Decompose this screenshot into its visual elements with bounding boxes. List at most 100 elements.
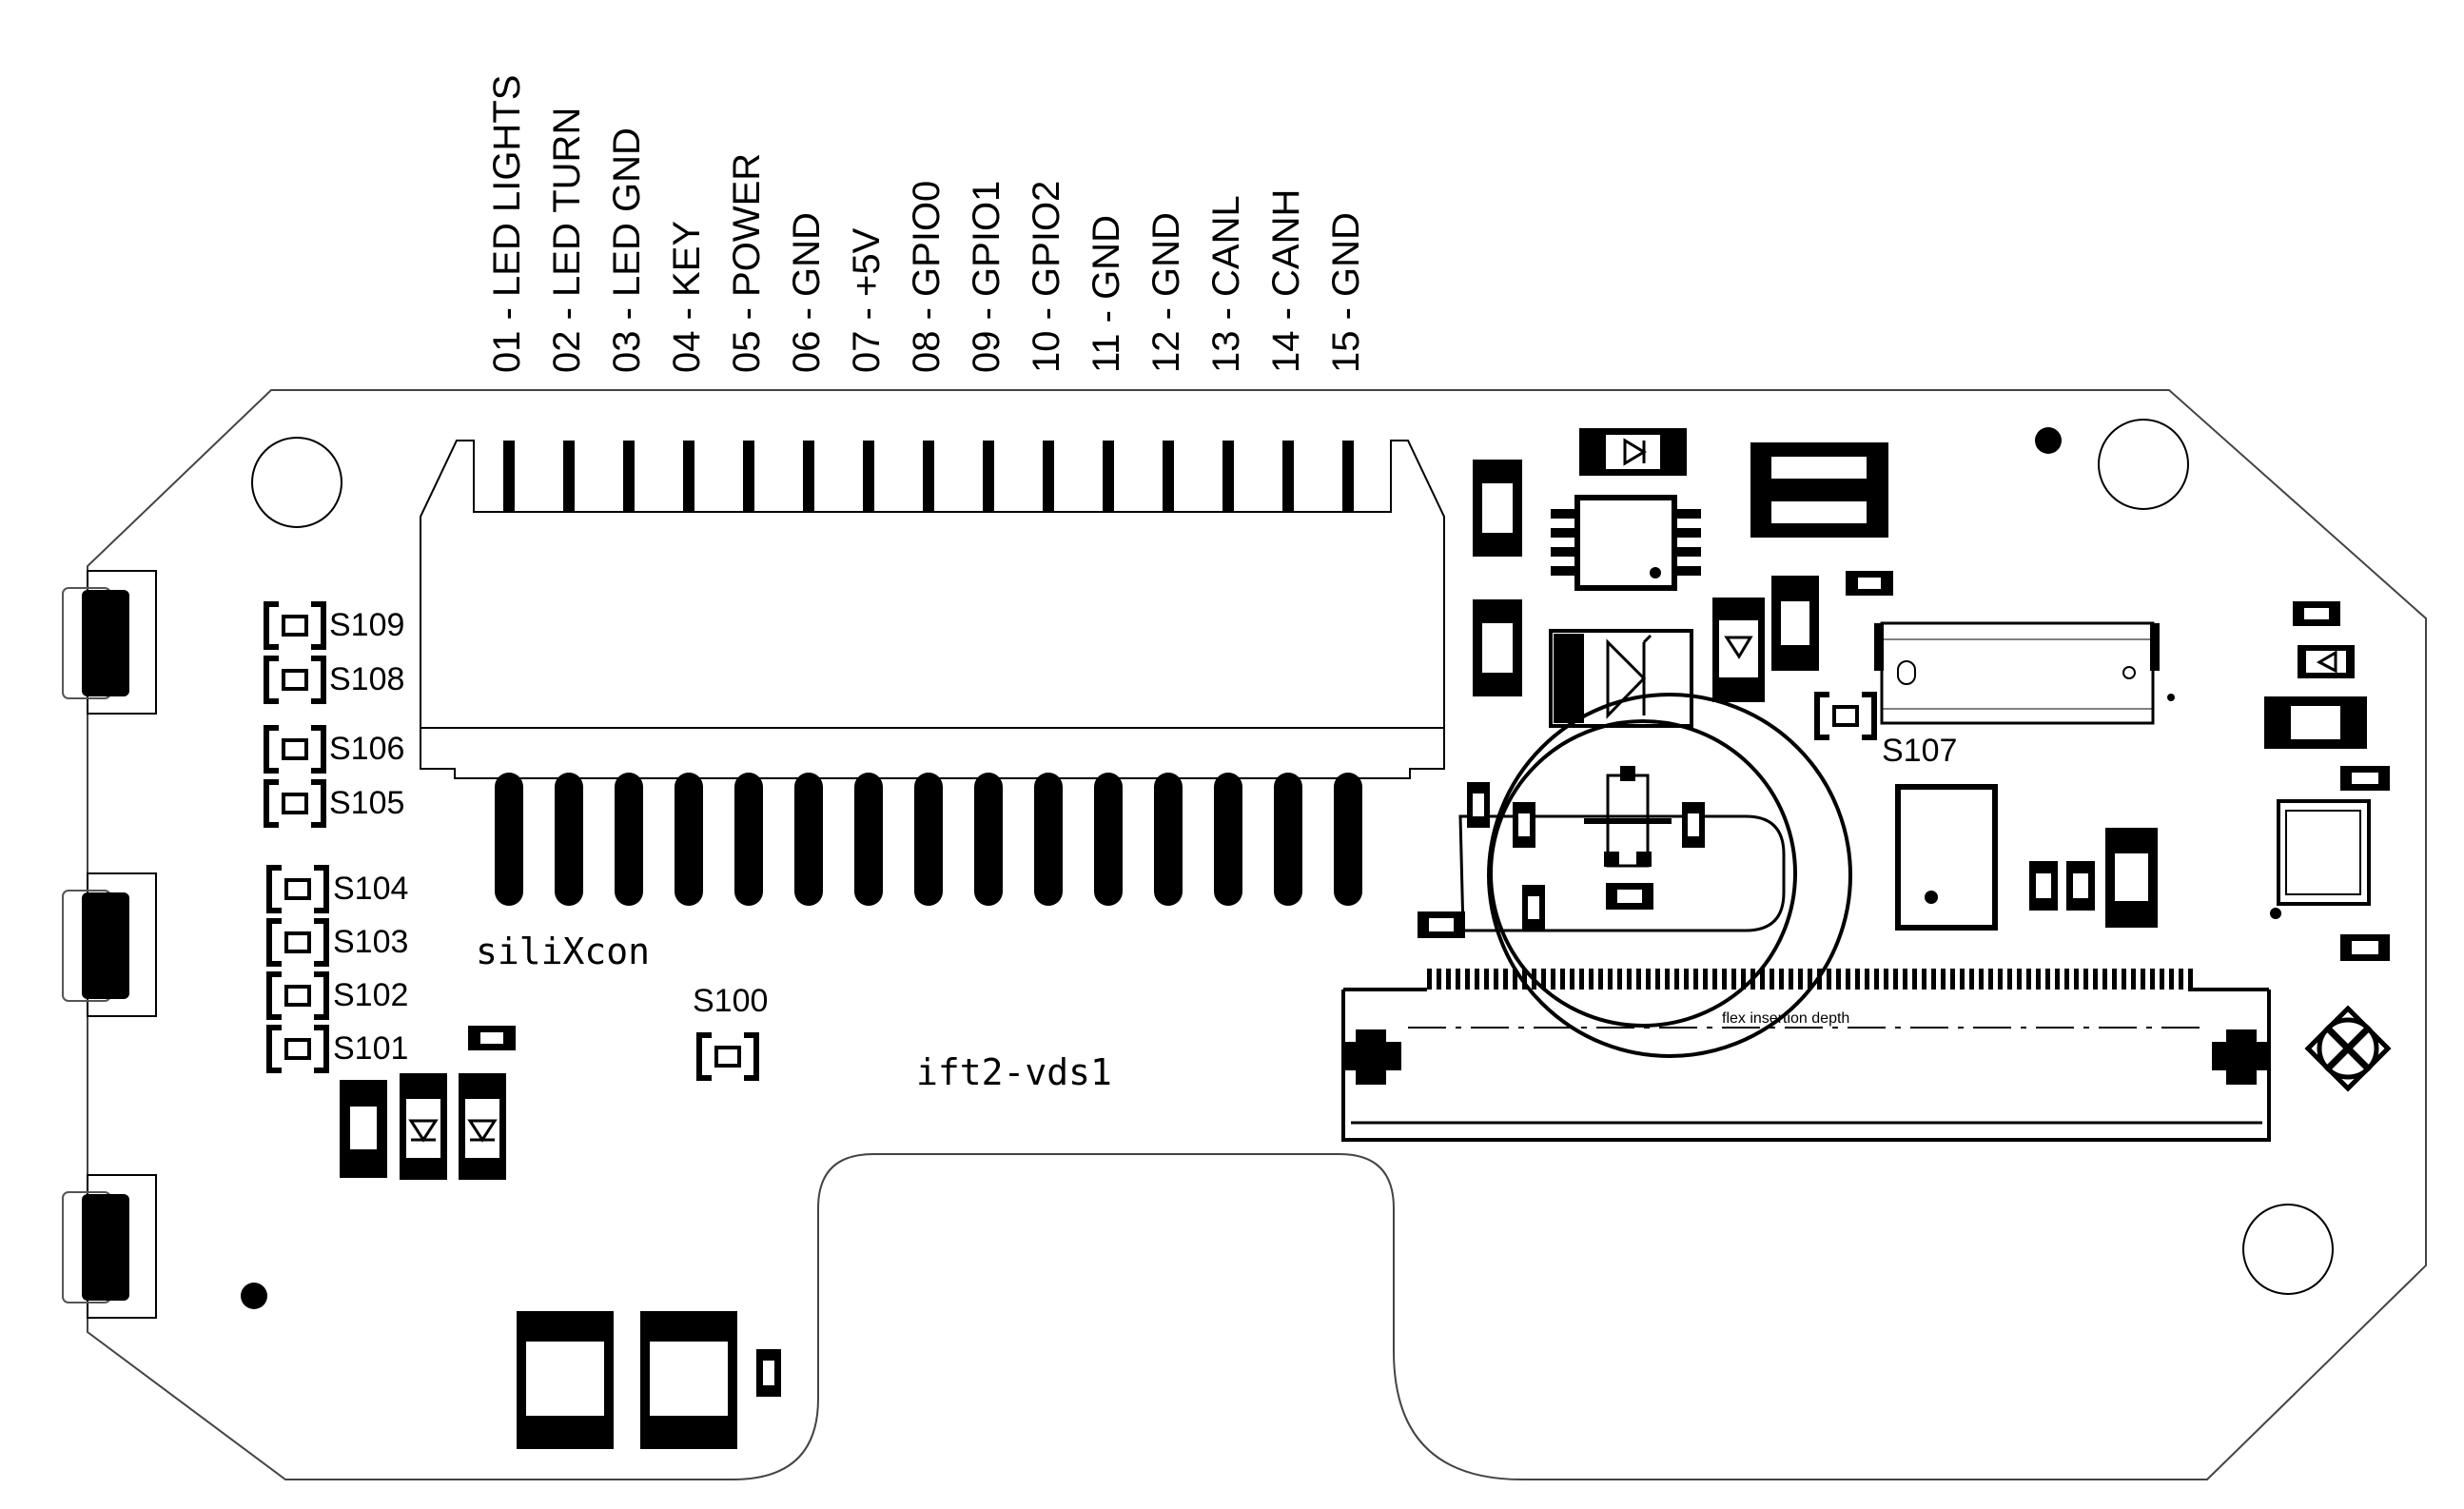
pin-label: 14 - CANH	[1265, 189, 1307, 373]
flex-contact	[1541, 969, 1546, 990]
pin-label: 15 - GND	[1325, 212, 1367, 373]
pin-label: 08 - GPIO0	[906, 181, 948, 373]
flex-contact	[1750, 969, 1755, 990]
connector-pin	[683, 441, 694, 512]
connector-pad	[495, 773, 523, 906]
pin-label: 04 - KEY	[666, 221, 708, 373]
flex-contact	[1855, 969, 1860, 990]
connector-pad	[794, 773, 823, 906]
flex-contact	[1741, 969, 1746, 990]
flex-contact	[1484, 969, 1489, 990]
flex-contact	[1570, 969, 1574, 990]
flex-contact	[1988, 969, 1993, 990]
right-middle-components	[1895, 784, 2158, 931]
flex-connector: flex insertion depth	[1341, 988, 2271, 1142]
connector-pin	[743, 441, 754, 512]
flex-contact	[1551, 969, 1555, 990]
flex-contact	[1912, 969, 1917, 990]
flex-contact	[1931, 969, 1936, 990]
flex-contact	[1465, 969, 1470, 990]
flex-contact	[1922, 969, 1926, 990]
testpoint-s103: S103	[266, 918, 408, 967]
connector-pad	[974, 773, 1003, 906]
flex-contact	[1456, 969, 1460, 990]
flex-contact	[1446, 969, 1451, 990]
testpoint-label: S108	[329, 661, 404, 697]
flex-contact	[1522, 969, 1527, 990]
flex-contact	[2045, 969, 2050, 990]
testpoint-s100: S100	[693, 983, 768, 1081]
flex-contact	[1865, 969, 1869, 990]
flex-contact	[1827, 969, 1831, 990]
flex-contact	[1437, 969, 1441, 990]
flex-contact	[2026, 969, 2031, 990]
flex-contact	[2179, 969, 2183, 990]
testpoint-s108: S108	[264, 656, 404, 704]
connector-pad	[1154, 773, 1183, 906]
flex-contact	[1617, 969, 1622, 990]
flex-contact	[1579, 969, 1584, 990]
flex-connector-contacts	[1427, 969, 2193, 990]
connector-pin	[803, 441, 814, 512]
flex-contact	[1636, 969, 1641, 990]
flex-contact	[2131, 969, 2136, 990]
testpoint-label: S104	[333, 871, 408, 907]
pin-label: 03 - LED GND	[606, 127, 648, 373]
connector-pad	[675, 773, 703, 906]
pin-label: 11 - GND	[1085, 215, 1127, 373]
connector-pad	[854, 773, 883, 906]
connector-pin	[1222, 441, 1234, 512]
flex-contact	[1598, 969, 1603, 990]
connector-pin	[923, 441, 934, 512]
connector-pin	[1163, 441, 1174, 512]
flex-contact	[1674, 969, 1679, 990]
flex-contact	[1560, 969, 1565, 990]
flex-contact	[2036, 969, 2041, 990]
testpoint-s109: S109	[264, 601, 404, 650]
pin-label: 07 - +5V	[846, 227, 888, 373]
top-diode	[1579, 428, 1687, 476]
flex-contact	[1608, 969, 1613, 990]
fiducial-dot	[2035, 427, 2062, 454]
pin-label: 12 - GND	[1145, 212, 1187, 373]
connector-pin	[1342, 441, 1354, 512]
testpoint-s101: S101	[266, 1025, 408, 1073]
large-diode	[1549, 629, 1693, 728]
pin-label: 01 - LED LIGHTS	[486, 75, 528, 373]
testpoint-label: S103	[333, 924, 408, 960]
flex-contact	[1817, 969, 1822, 990]
connector-pads-bottom	[495, 773, 1362, 906]
connector-pad	[1334, 773, 1362, 906]
inductor	[1750, 442, 1888, 538]
flex-contact	[1589, 969, 1594, 990]
pin-label: 10 - GPIO2	[1026, 181, 1067, 373]
flex-contact	[2160, 969, 2164, 990]
testpoint-s102: S102	[266, 971, 408, 1020]
logo-mark-icon	[2304, 1005, 2392, 1092]
right-top-components	[1473, 428, 2175, 728]
board-name-text: ift2-vds1	[916, 1051, 1112, 1093]
connector-pin	[1282, 441, 1294, 512]
testpoint-pads: S109 S108 S106 S105 S104 S103	[264, 601, 1957, 1081]
connector-pin	[623, 441, 635, 512]
flex-contact	[2150, 969, 2155, 990]
ic-soic8	[1551, 495, 1701, 591]
flex-contact	[2112, 969, 2117, 990]
flex-contact	[1941, 969, 1946, 990]
mounting-hole-top-left	[251, 437, 342, 528]
flex-contact	[2169, 969, 2174, 990]
connector-pin	[503, 441, 515, 512]
flex-contact	[1703, 969, 1708, 990]
flex-contact	[1665, 969, 1670, 990]
connector-pin	[1103, 441, 1114, 512]
connector-pad	[615, 773, 643, 906]
flex-contact	[2064, 969, 2069, 990]
testpoint-label: S109	[329, 607, 404, 643]
flex-contact	[1475, 969, 1479, 990]
buzzer-area	[1418, 693, 1852, 1058]
brand-text: siliXcon	[476, 931, 650, 972]
connector-pad	[1274, 773, 1302, 906]
testpoint-label: S100	[693, 983, 768, 1019]
flex-contact	[1693, 969, 1698, 990]
